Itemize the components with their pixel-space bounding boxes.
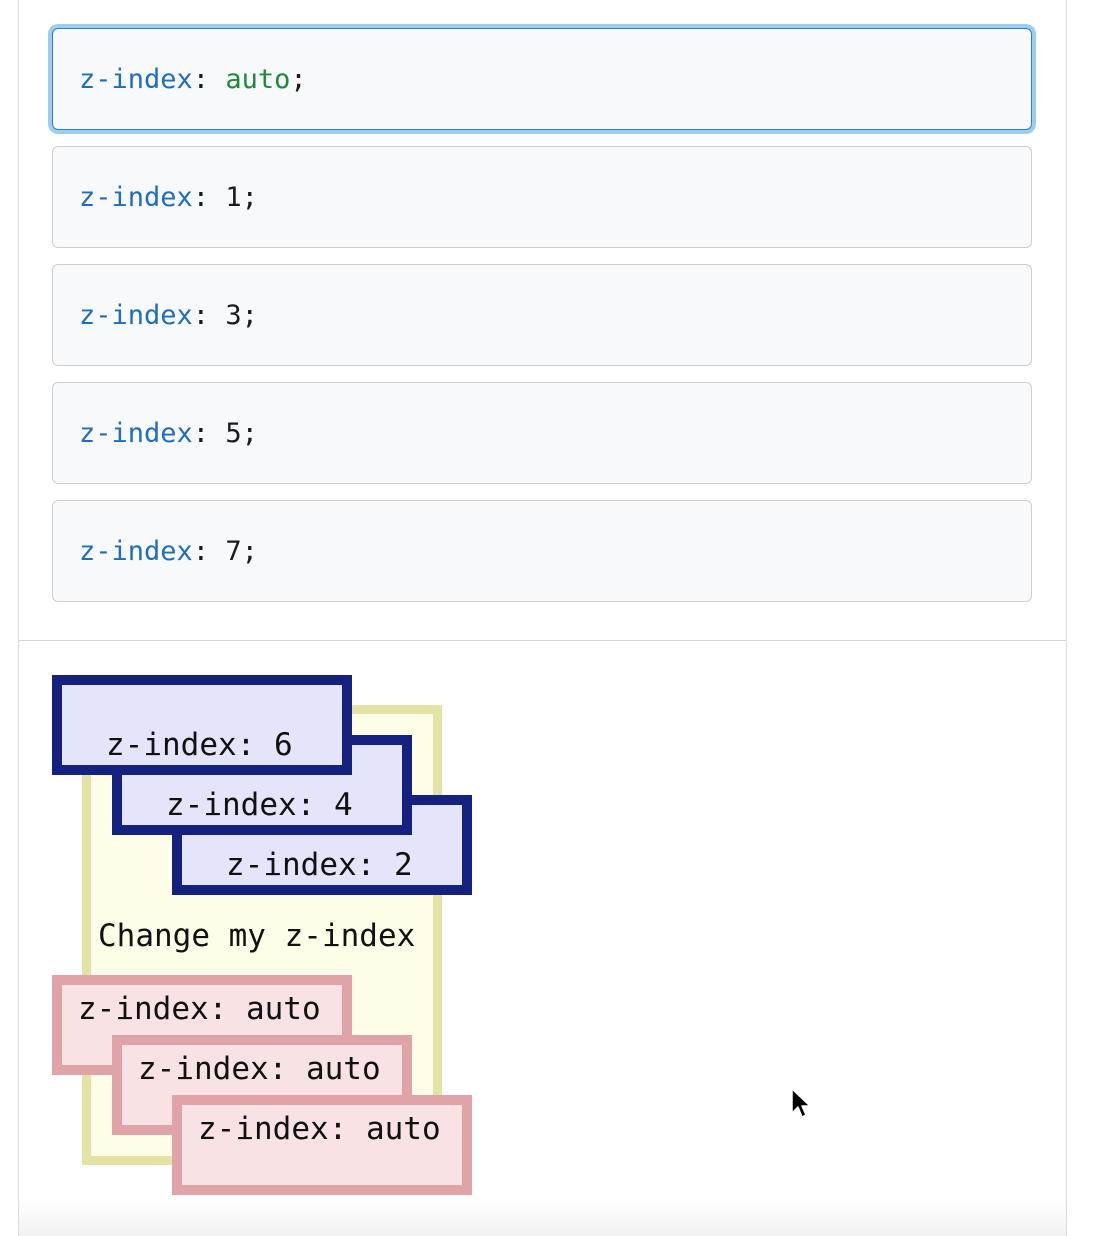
bottom-edge [19,1200,1066,1236]
box-label: z-index: 4 [166,787,353,823]
box-label: z-index: 2 [226,847,413,883]
terminator: ; [290,64,307,95]
property-value: 5 [225,418,242,449]
property-name: z-index [79,418,193,449]
property-value: 1 [225,182,242,213]
separator: : [192,64,226,95]
choice-code: z-index: auto; [79,65,307,95]
terminator: ; [241,182,258,213]
property-name: z-index [79,64,193,95]
pink-box-auto-3: z-index: auto [172,1095,472,1195]
choice-z-index-7[interactable]: z-index: 7; [52,500,1032,602]
property-value: 3 [225,300,242,331]
choice-z-index-3[interactable]: z-index: 3; [52,264,1032,366]
box-label: z-index: auto [78,991,321,1027]
terminator: ; [241,300,258,331]
separator: : [192,418,226,449]
cursor-arrow-icon [791,1088,811,1118]
property-name: z-index [79,536,193,567]
choice-z-index-auto[interactable]: z-index: auto; [52,28,1032,130]
terminator: ; [241,418,258,449]
choice-code: z-index: 1; [79,183,258,213]
property-name: z-index [79,300,193,331]
box-label: z-index: auto [138,1051,381,1087]
property-value: auto [225,64,291,95]
terminator: ; [241,536,258,567]
separator: : [192,536,226,567]
choice-z-index-5[interactable]: z-index: 5; [52,382,1032,484]
example-frame: z-index: auto; z-index: 1; z-index: 3; z… [18,0,1067,1236]
choice-code: z-index: 3; [79,301,258,331]
choice-code: z-index: 5; [79,419,258,449]
panel-divider [19,640,1066,641]
property-value: 7 [225,536,242,567]
output-panel: Change my z-index z-index: 6 z-index: 4 … [19,641,1066,1201]
choice-z-index-1[interactable]: z-index: 1; [52,146,1032,248]
box-label: z-index: 6 [106,727,293,763]
choice-code: z-index: 7; [79,537,258,567]
separator: : [192,182,226,213]
box-label: z-index: auto [198,1111,441,1147]
property-name: z-index [79,182,193,213]
container-label: Change my z-index [98,918,416,954]
separator: : [192,300,226,331]
blue-box-z6: z-index: 6 [52,675,352,775]
